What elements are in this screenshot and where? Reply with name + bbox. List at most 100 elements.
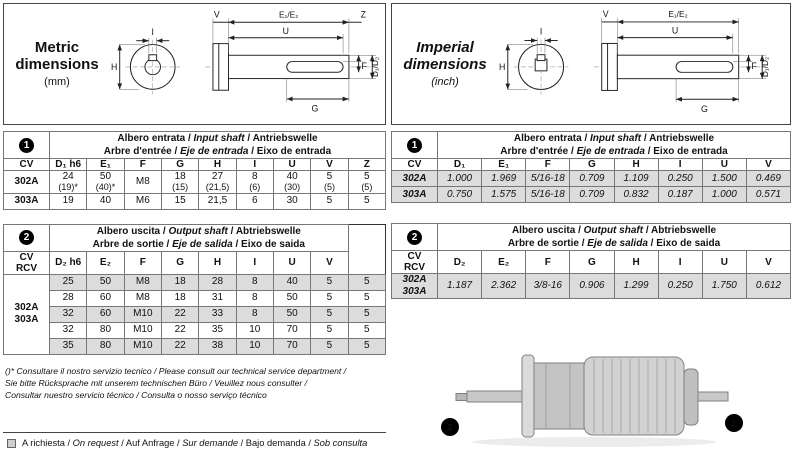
- footnote-line: Consultar nuestro servicio técnico / Con…: [5, 389, 267, 400]
- text-segment: / Eixo de saida: [647, 238, 721, 249]
- imperial-output-shaft-table: 2 Albero uscita / Output shaft / Abtriebs…: [391, 223, 792, 299]
- table-cell: 40(30): [272, 170, 312, 194]
- numbered-badge-icon: 2: [407, 229, 422, 245]
- dim-label-u: U: [283, 26, 289, 36]
- imperial-diagram-box: Imperial dimensions (inch): [391, 3, 791, 125]
- column-header: D₁: [436, 158, 483, 171]
- table-cell: 28: [48, 289, 88, 307]
- table-cell: 0.612: [745, 273, 792, 299]
- table-cell: 0.571: [745, 186, 792, 203]
- numbered-badge-icon: 1: [19, 137, 34, 153]
- table-cell: 19: [48, 192, 88, 210]
- dim-label-h: H: [111, 62, 117, 72]
- table-title-line: Arbre d'entrée / Eje de entrada / Eixo d…: [50, 145, 385, 158]
- table-title-line: Albero uscita / Output shaft / Abtriebsw…: [438, 224, 790, 237]
- text-segment: Eje de salida: [587, 238, 648, 249]
- table-cell: 18: [160, 289, 200, 307]
- table-cell: 1.969: [481, 170, 527, 187]
- table-cell: 5: [310, 289, 349, 307]
- table-cell: 50(40)*: [86, 170, 125, 194]
- column-header: U: [272, 250, 312, 275]
- text-segment: Albero uscita /: [511, 225, 584, 236]
- table-cell: 70: [272, 337, 312, 355]
- table-cell: 50: [272, 289, 312, 307]
- column-header: E₂: [86, 250, 125, 275]
- table-cell: 18: [160, 273, 200, 291]
- table-title: Albero entrata / Input shaft / Antriebsw…: [49, 131, 386, 159]
- badge-cell: 1: [391, 131, 438, 159]
- table-cell: 10: [235, 337, 274, 355]
- table-title-line: Albero entrata / Input shaft / Antriebsw…: [438, 132, 790, 145]
- table-cell: 0.832: [613, 186, 659, 203]
- table-cell: 8(6): [235, 170, 274, 194]
- metric-panel-title: Metric dimensions: [15, 39, 99, 73]
- legend-text: A richiesta / On request / Auf Anfrage /…: [22, 438, 367, 448]
- text-segment: Output shaft: [583, 225, 644, 236]
- table-cell: 8: [235, 273, 274, 291]
- table-cell: 5: [310, 192, 349, 210]
- table-cell: 24(19)*: [48, 170, 88, 194]
- shaft-side-view: [593, 18, 767, 103]
- cv-cell: 303A: [3, 192, 50, 210]
- footnote-line: Sie bitte Rücksprache mit unserem techni…: [5, 377, 308, 388]
- column-header: U: [701, 158, 747, 171]
- dim-label-d: D₁/D₂: [760, 57, 770, 77]
- technical-service-footnote: ()* Consultare il nostro servizio tecnic…: [3, 365, 386, 401]
- dim-label-f: F: [751, 61, 757, 71]
- table-cell: 5: [347, 337, 387, 355]
- table-cell: 80: [86, 321, 125, 339]
- metric-panel-subtitle: (mm): [44, 75, 70, 88]
- table-cell: 5: [310, 305, 349, 323]
- table-cell: 40: [272, 273, 312, 291]
- text-segment: / Eixo de entrada: [248, 146, 332, 157]
- table-cell: 40: [86, 192, 125, 210]
- table-cell: 5: [347, 305, 387, 323]
- shadow: [472, 437, 716, 447]
- text-segment: / Eixo de entrada: [644, 146, 728, 157]
- text-segment: Output shaft: [168, 225, 228, 237]
- text-segment: / Eixo de saida: [232, 238, 305, 250]
- text-segment: Sur demande: [182, 438, 239, 448]
- imperial-input-shaft-table: 1 Albero entrata / Input shaft / Antriebs…: [391, 131, 792, 203]
- imperial-panel-subtitle: (inch): [431, 75, 459, 88]
- input-shaft: [697, 391, 729, 402]
- column-header: V: [310, 250, 349, 275]
- table-cell: 1.109: [613, 170, 659, 187]
- badge-cell: 2: [3, 223, 50, 252]
- table-cell: 0.750: [436, 186, 483, 203]
- text-segment: / Antriebswelle: [641, 133, 715, 144]
- column-header: F: [525, 158, 571, 171]
- table-cell: M10: [123, 321, 162, 339]
- numbered-badge-icon: 1: [407, 137, 422, 153]
- imperial-panel: Imperial dimensions (inch): [391, 3, 792, 453]
- table-cell: 5: [310, 273, 349, 291]
- column-header: I: [235, 158, 274, 171]
- table-cell: 5: [310, 321, 349, 339]
- column-header: I: [657, 158, 703, 171]
- column-header: G: [569, 250, 615, 274]
- column-header: E₁: [86, 158, 125, 171]
- table-cell: 18(15): [160, 170, 200, 194]
- table-cell: M10: [123, 305, 162, 323]
- text-segment: Eje de salida: [172, 238, 233, 250]
- text-segment: Arbre d'entrée /: [500, 146, 577, 157]
- dim-label-v: V: [603, 9, 609, 19]
- table-title-line: Arbre d'entrée / Eje de entrada / Eixo d…: [438, 145, 790, 158]
- dim-label-f: F: [362, 61, 367, 71]
- table-cell: 6: [235, 192, 274, 210]
- column-header: V: [310, 158, 349, 171]
- column-header: F: [123, 158, 162, 171]
- column-header: H: [198, 158, 237, 171]
- table-cell: 35: [198, 321, 237, 339]
- text-segment: Arbre de sortie /: [92, 238, 173, 250]
- shaft-front-view: [505, 37, 569, 95]
- table-cell: 5/16-18: [525, 186, 571, 203]
- dim-label-h: H: [499, 62, 505, 72]
- cv-cell: 302A: [391, 170, 438, 187]
